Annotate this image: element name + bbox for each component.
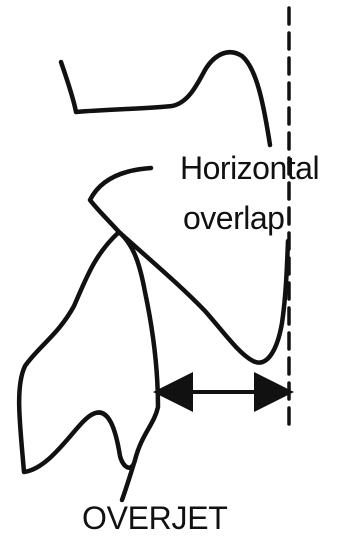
- horizontal-overlap-label-line-1: Horizontal: [180, 152, 319, 184]
- horizontal-overlap-label-line-2: overlap: [183, 202, 284, 234]
- lower-tooth-outline: [19, 232, 158, 500]
- overjet-label: OVERJET: [82, 502, 227, 534]
